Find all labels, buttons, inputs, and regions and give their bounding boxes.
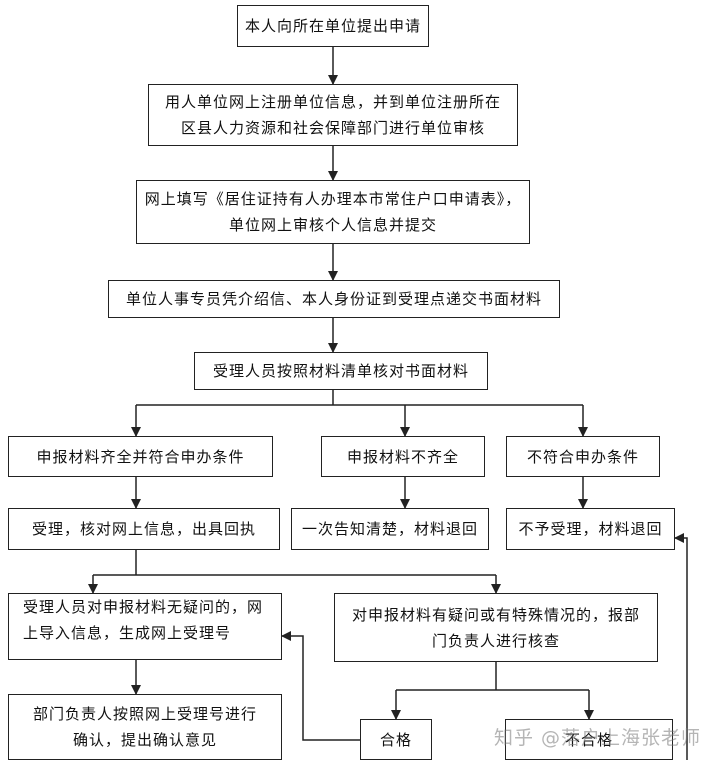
step-fill-form: 网上填写《居住证持有人办理本市常住户口申请表》， 单位网上审核个人信息并提交 bbox=[136, 180, 530, 244]
case-doubt-line2: 门负责人进行核查 bbox=[431, 631, 560, 650]
outcome-fail-label: 不合格 bbox=[564, 730, 613, 749]
step-check-materials: 受理人员按照材料清单核对书面材料 bbox=[194, 352, 488, 390]
result-reject: 不予受理，材料退回 bbox=[506, 508, 675, 550]
result-accept: 受理，核对网上信息，出具回执 bbox=[8, 508, 280, 550]
branch-incomplete-label: 申报材料不齐全 bbox=[346, 447, 459, 466]
branch-complete-label: 申报材料齐全并符合申办条件 bbox=[36, 447, 245, 466]
case-no-doubt: 受理人员对申报材料无疑问的，网 上导入信息，生成网上受理号 bbox=[8, 593, 282, 660]
step-fill-form-line2: 单位网上审核个人信息并提交 bbox=[228, 216, 437, 234]
step-fill-form-line1: 网上填写《居住证持有人办理本市常住户口申请表》， bbox=[144, 190, 522, 208]
step-dept-confirm-line2: 确认，提出确认意见 bbox=[72, 731, 217, 749]
case-no-doubt-line2: 上导入信息，生成网上受理号 bbox=[23, 624, 232, 642]
result-reject-label: 不予受理，材料退回 bbox=[518, 520, 663, 538]
outcome-fail: 不合格 bbox=[505, 719, 673, 760]
step-register-unit: 用人单位网上注册单位信息，并到单位注册所在 区县人力资源和社会保障部门进行单位审… bbox=[148, 84, 518, 146]
branch-complete: 申报材料齐全并符合申办条件 bbox=[8, 436, 273, 477]
step-submit-materials-label: 单位人事专员凭介绍信、本人身份证到受理点递交书面材料 bbox=[125, 290, 542, 308]
case-no-doubt-line1: 受理人员对申报材料无疑问的，网 bbox=[23, 598, 264, 616]
step-apply: 本人向所在单位提出申请 bbox=[237, 5, 429, 47]
step-register-unit-line2: 区县人力资源和社会保障部门进行单位审核 bbox=[180, 119, 485, 137]
step-check-materials-label: 受理人员按照材料清单核对书面材料 bbox=[212, 362, 469, 380]
outcome-pass: 合格 bbox=[360, 719, 432, 760]
step-submit-materials: 单位人事专员凭介绍信、本人身份证到受理点递交书面材料 bbox=[108, 280, 560, 318]
branch-ineligible-label: 不符合申办条件 bbox=[526, 447, 639, 466]
branch-ineligible: 不符合申办条件 bbox=[506, 436, 660, 477]
result-return-once: 一次告知清楚，材料退回 bbox=[291, 508, 489, 550]
step-dept-confirm-line1: 部门负责人按照网上受理号进行 bbox=[32, 705, 257, 723]
step-apply-label: 本人向所在单位提出申请 bbox=[244, 17, 421, 35]
outcome-pass-label: 合格 bbox=[379, 730, 412, 749]
case-doubt-line1: 对申报材料有疑问或有特殊情况的，报部 bbox=[351, 605, 640, 624]
watermark: 知乎 @落户上海张老师 bbox=[493, 727, 701, 749]
step-register-unit-line1: 用人单位网上注册单位信息，并到单位注册所在 bbox=[164, 93, 501, 111]
branch-incomplete: 申报材料不齐全 bbox=[321, 436, 485, 477]
result-accept-label: 受理，核对网上信息，出具回执 bbox=[31, 520, 256, 538]
result-return-once-label: 一次告知清楚，材料退回 bbox=[301, 520, 478, 538]
step-dept-confirm: 部门负责人按照网上受理号进行 确认，提出确认意见 bbox=[8, 694, 282, 760]
case-doubt: 对申报材料有疑问或有特殊情况的，报部 门负责人进行核查 bbox=[334, 593, 658, 662]
